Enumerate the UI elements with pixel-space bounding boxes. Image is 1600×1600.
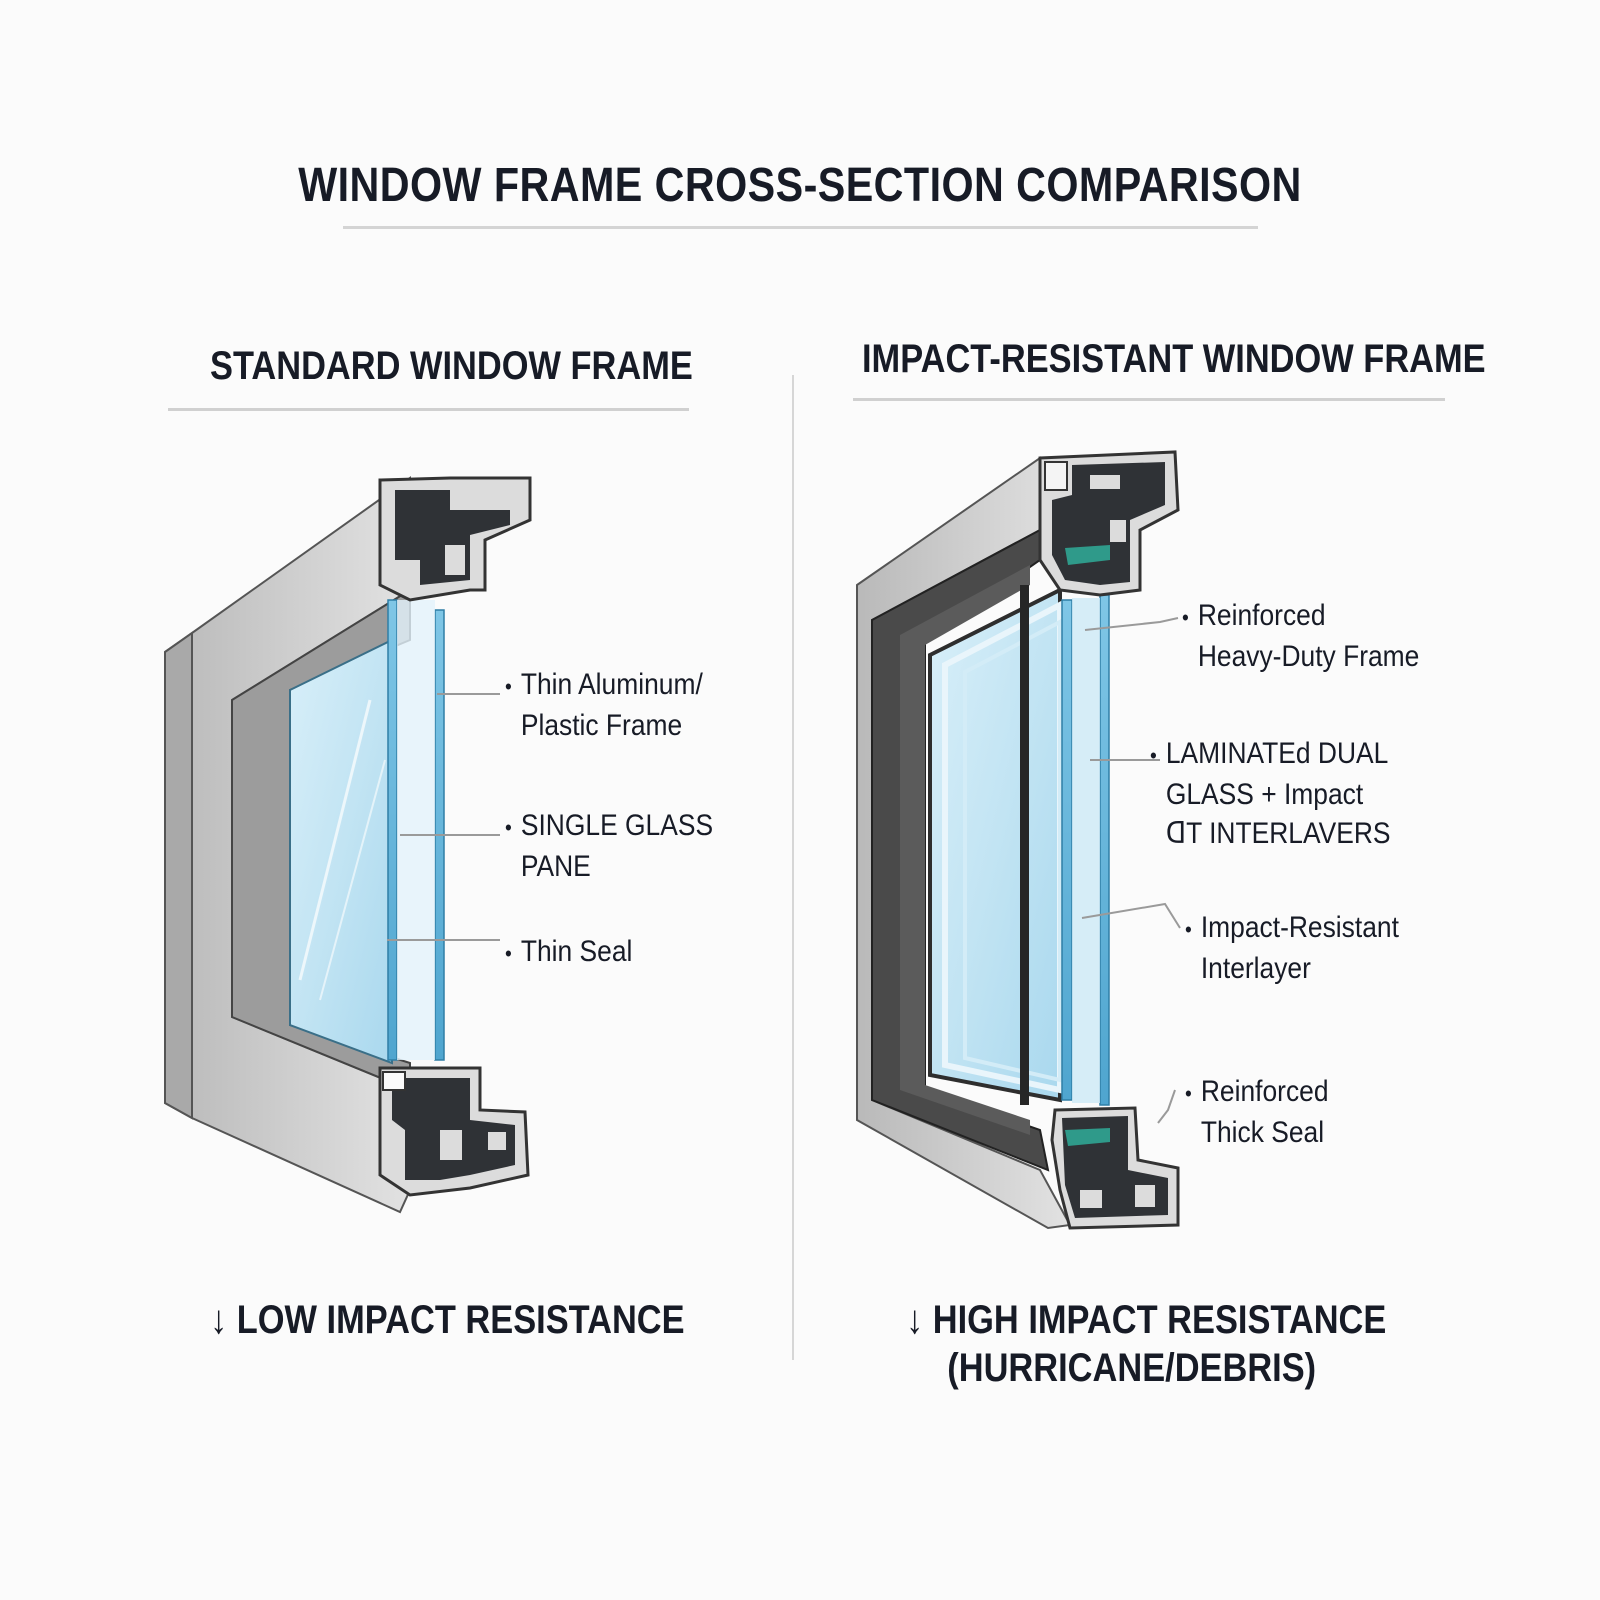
impact-glass-face [930, 590, 1060, 1100]
callout-reinforced-frame: •Reinforced Heavy-Duty Frame [1182, 596, 1419, 676]
bullet-icon: • [505, 667, 521, 706]
standard-resistance-rating: ↓ LOW IMPACT RESISTANCE [210, 1296, 685, 1344]
callout-laminated-line1: LAMINATEd DUAL [1166, 737, 1389, 770]
bullet-icon: • [505, 934, 521, 973]
standard-glass-pane [388, 600, 397, 1060]
callout-interlayer: •Impact-Resistant Interlayer [1185, 908, 1399, 988]
callout-reinforced-frame-line2: Heavy-Duty Frame [1182, 637, 1419, 676]
callout-laminated-line3: ᗡT INTERLAVERS [1150, 814, 1391, 853]
bullet-icon: • [1182, 598, 1198, 637]
bullet-icon: • [1150, 736, 1166, 775]
callout-single-glass-line1: SINGLE GLASS [521, 809, 713, 842]
impact-resistance-subtext: (HURRICANE/DEBRIS) [906, 1344, 1386, 1392]
callout-thin-seal: •Thin Seal [505, 932, 632, 973]
callout-thin-seal-line1: Thin Seal [521, 935, 633, 968]
callout-thin-frame-line1: Thin Aluminum/ [521, 668, 703, 701]
impact-resistance-text: ↓ HIGH IMPACT RESISTANCE [906, 1298, 1386, 1342]
callout-thick-seal: •Reinforced Thick Seal [1185, 1072, 1329, 1152]
impact-window-illustration [857, 452, 1178, 1228]
callout-laminated-line2: GLASS + Impact [1150, 775, 1391, 814]
standard-glass-face [290, 640, 392, 1063]
bullet-icon: • [1185, 1074, 1201, 1113]
callout-thin-frame-line2: Plastic Frame [505, 706, 703, 745]
impact-inner-pane [1020, 585, 1029, 1105]
bullet-icon: • [505, 808, 521, 847]
callout-single-glass-line2: PANE [505, 847, 713, 886]
callout-thin-frame: •Thin Aluminum/ Plastic Frame [505, 665, 703, 745]
callout-thick-seal-line1: Reinforced [1201, 1075, 1329, 1108]
callout-thick-seal-line2: Thick Seal [1185, 1113, 1329, 1152]
callout-laminated-glass: •LAMINATEd DUAL GLASS + Impact ᗡT INTERL… [1150, 734, 1391, 853]
standard-window-illustration [165, 478, 530, 1212]
callout-reinforced-frame-line1: Reinforced [1198, 599, 1326, 632]
callout-single-glass: •SINGLE GLASS PANE [505, 806, 713, 886]
callout-interlayer-line2: Interlayer [1185, 949, 1399, 988]
impact-outer-pane [1062, 600, 1072, 1100]
callout-interlayer-line1: Impact-Resistant [1201, 911, 1399, 944]
impact-resistance-rating: ↓ HIGH IMPACT RESISTANCE (HURRICANE/DEBR… [906, 1296, 1386, 1392]
bullet-icon: • [1185, 910, 1201, 949]
standard-resistance-text: ↓ LOW IMPACT RESISTANCE [210, 1298, 685, 1342]
